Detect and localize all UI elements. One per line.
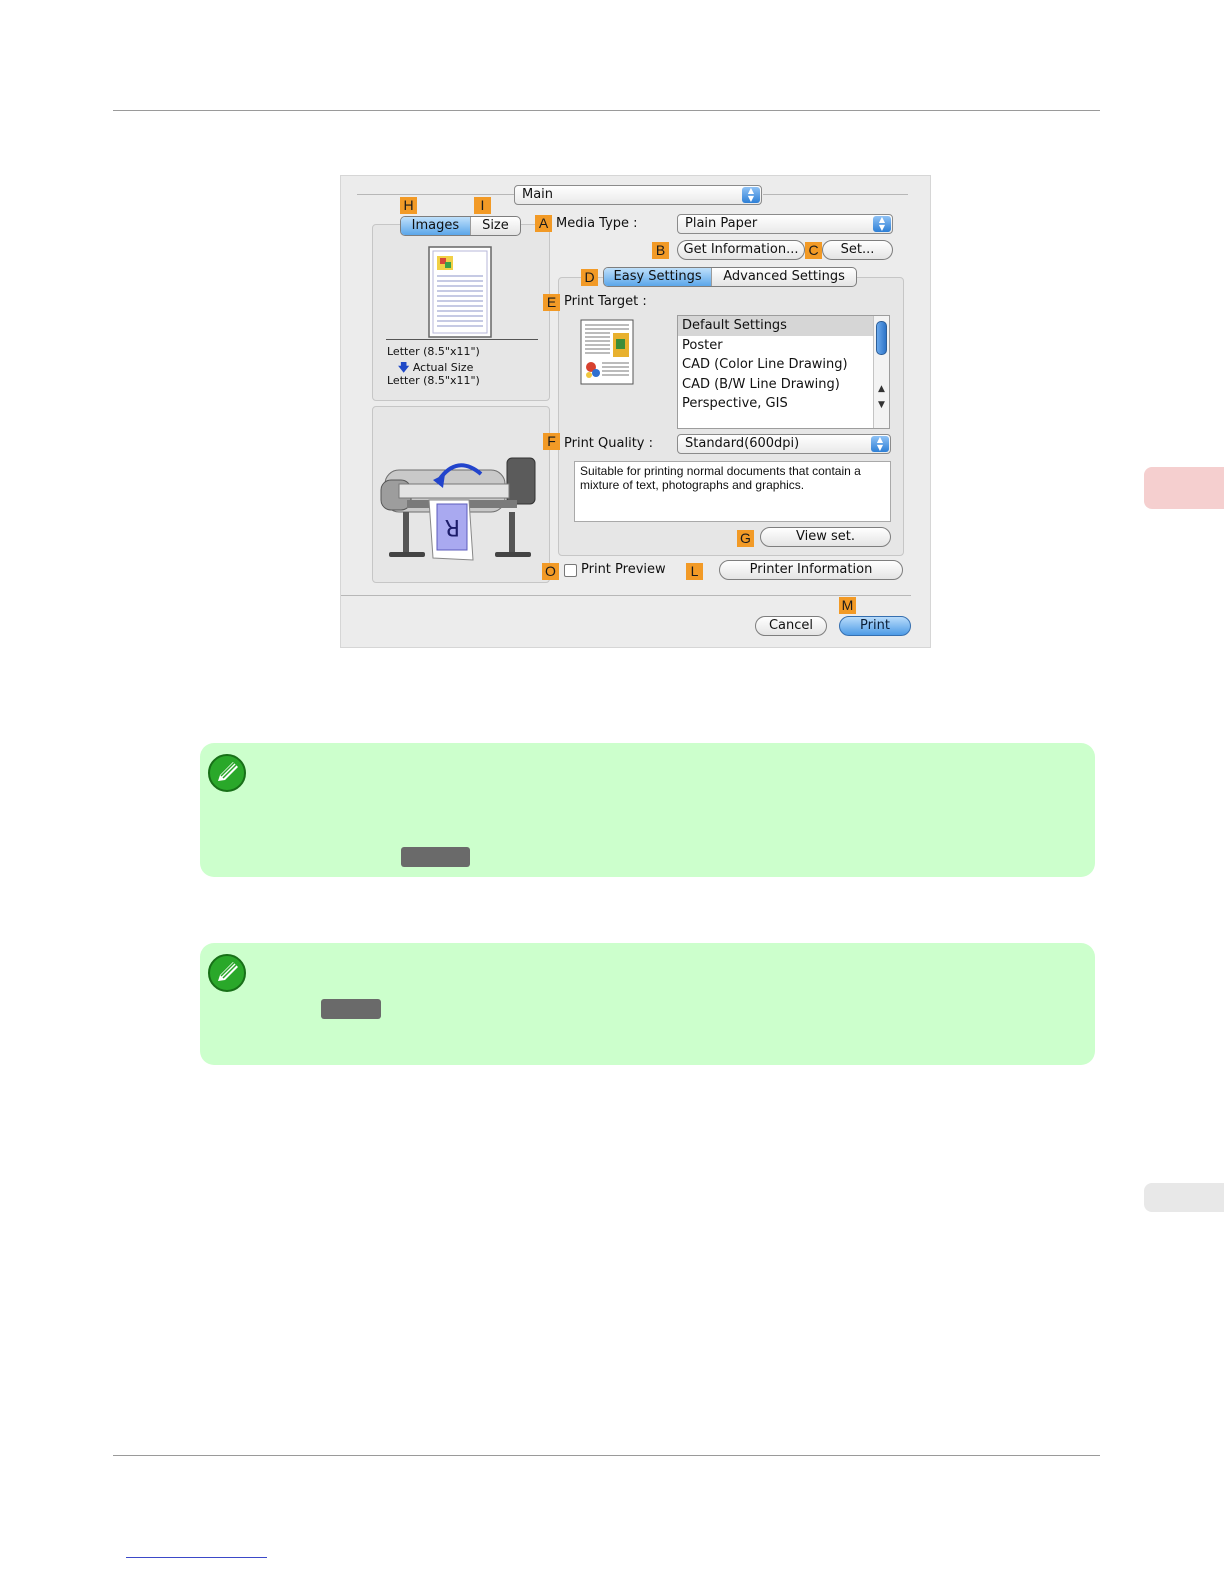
down-arrow-icon: 🡇 [398,361,410,374]
paper-output: Letter (8.5"x11") [387,374,480,387]
index-tab[interactable] [1144,1183,1224,1212]
print-target-item[interactable]: Default Settings [678,316,889,336]
media-type-popup[interactable]: Plain Paper ▲▼ [677,214,893,234]
popup-arrows-icon: ▲▼ [873,216,891,232]
print-target-scrollbar[interactable]: ▲ ▼ [873,316,889,428]
header-rule [113,110,1100,111]
note-box-1 [200,743,1095,877]
svg-text:R: R [445,514,460,539]
print-target-item[interactable]: Poster [682,337,723,353]
badge-l: L [686,563,703,580]
print-target-item[interactable]: Perspective, GIS [682,396,788,411]
scale-row: 🡇 Actual Size [398,359,473,378]
media-type-label: Media Type : [556,216,638,231]
print-target-list[interactable]: Default Settings Poster CAD (Color Line … [677,315,890,429]
footer-link[interactable] [126,1557,267,1558]
tab-advanced-settings[interactable]: Advanced Settings [711,268,856,286]
badge-b: B [652,242,669,259]
footer-separator [341,595,911,596]
quality-description-text: Suitable for printing normal documents t… [580,464,861,492]
pencil-note-icon [208,954,246,992]
print-button[interactable]: Print [839,616,911,636]
tab-images[interactable]: Images [401,217,470,235]
key-chip [321,999,381,1019]
badge-o: O [542,563,559,580]
preview-divider [386,339,538,340]
scroll-down-icon[interactable]: ▼ [878,400,885,410]
main-popup-label: Main [522,187,554,202]
print-target-label: Print Target : [564,294,647,309]
badge-m: M [839,597,856,614]
print-dialog: Main ▲▼ H I Images Size Letter (8.5"x11"… [340,175,931,648]
printer-icon: R [380,457,536,561]
badge-e: E [543,294,560,311]
dialog-top-line-left [357,194,514,195]
print-preview-checkbox[interactable] [564,564,577,577]
print-preview-label[interactable]: Print Preview [581,562,666,577]
scale-text: Actual Size [412,361,474,374]
main-popup[interactable]: Main ▲▼ [514,185,762,205]
tab-size[interactable]: Size [469,217,520,235]
chapter-tab[interactable] [1144,467,1224,509]
media-type-value: Plain Paper [685,216,758,231]
view-set-button[interactable]: View set. [760,527,891,547]
print-quality-value: Standard(600dpi) [685,436,800,451]
printer-information-button[interactable]: Printer Information [719,560,903,580]
pencil-note-icon [208,754,246,792]
popup-arrows-icon: ▲▼ [871,436,889,452]
print-target-thumbnail [580,319,634,385]
print-target-item[interactable]: CAD (Color Line Drawing) [682,357,848,372]
preview-tabs: Images Size [400,216,521,236]
badge-g: G [737,530,754,547]
badge-a: A [535,215,552,232]
settings-tabs: Easy Settings Advanced Settings [603,267,857,287]
scroll-thumb[interactable] [876,321,887,355]
tab-easy-settings[interactable]: Easy Settings [604,268,712,286]
quality-description: Suitable for printing normal documents t… [574,461,891,522]
key-chip [401,847,470,867]
badge-c: C [805,242,822,259]
print-quality-popup[interactable]: Standard(600dpi) ▲▼ [677,434,891,454]
badge-h: H [400,197,417,214]
footer-rule [113,1455,1100,1456]
set-button[interactable]: Set... [822,240,893,260]
popup-arrows-icon: ▲▼ [742,187,760,203]
dialog-top-line-right [763,194,908,195]
print-target-item[interactable]: CAD (B/W Line Drawing) [682,376,840,392]
scroll-up-icon[interactable]: ▲ [878,384,885,394]
get-information-button[interactable]: Get Information... [677,240,805,260]
badge-d: D [581,269,598,286]
print-quality-label: Print Quality : [564,436,654,451]
badge-i: I [474,197,491,214]
paper-original: Letter (8.5"x11") [387,345,480,358]
page-preview-thumbnail [428,246,492,338]
cancel-button[interactable]: Cancel [755,616,827,636]
badge-f: F [543,433,560,450]
note-box-2 [200,943,1095,1065]
